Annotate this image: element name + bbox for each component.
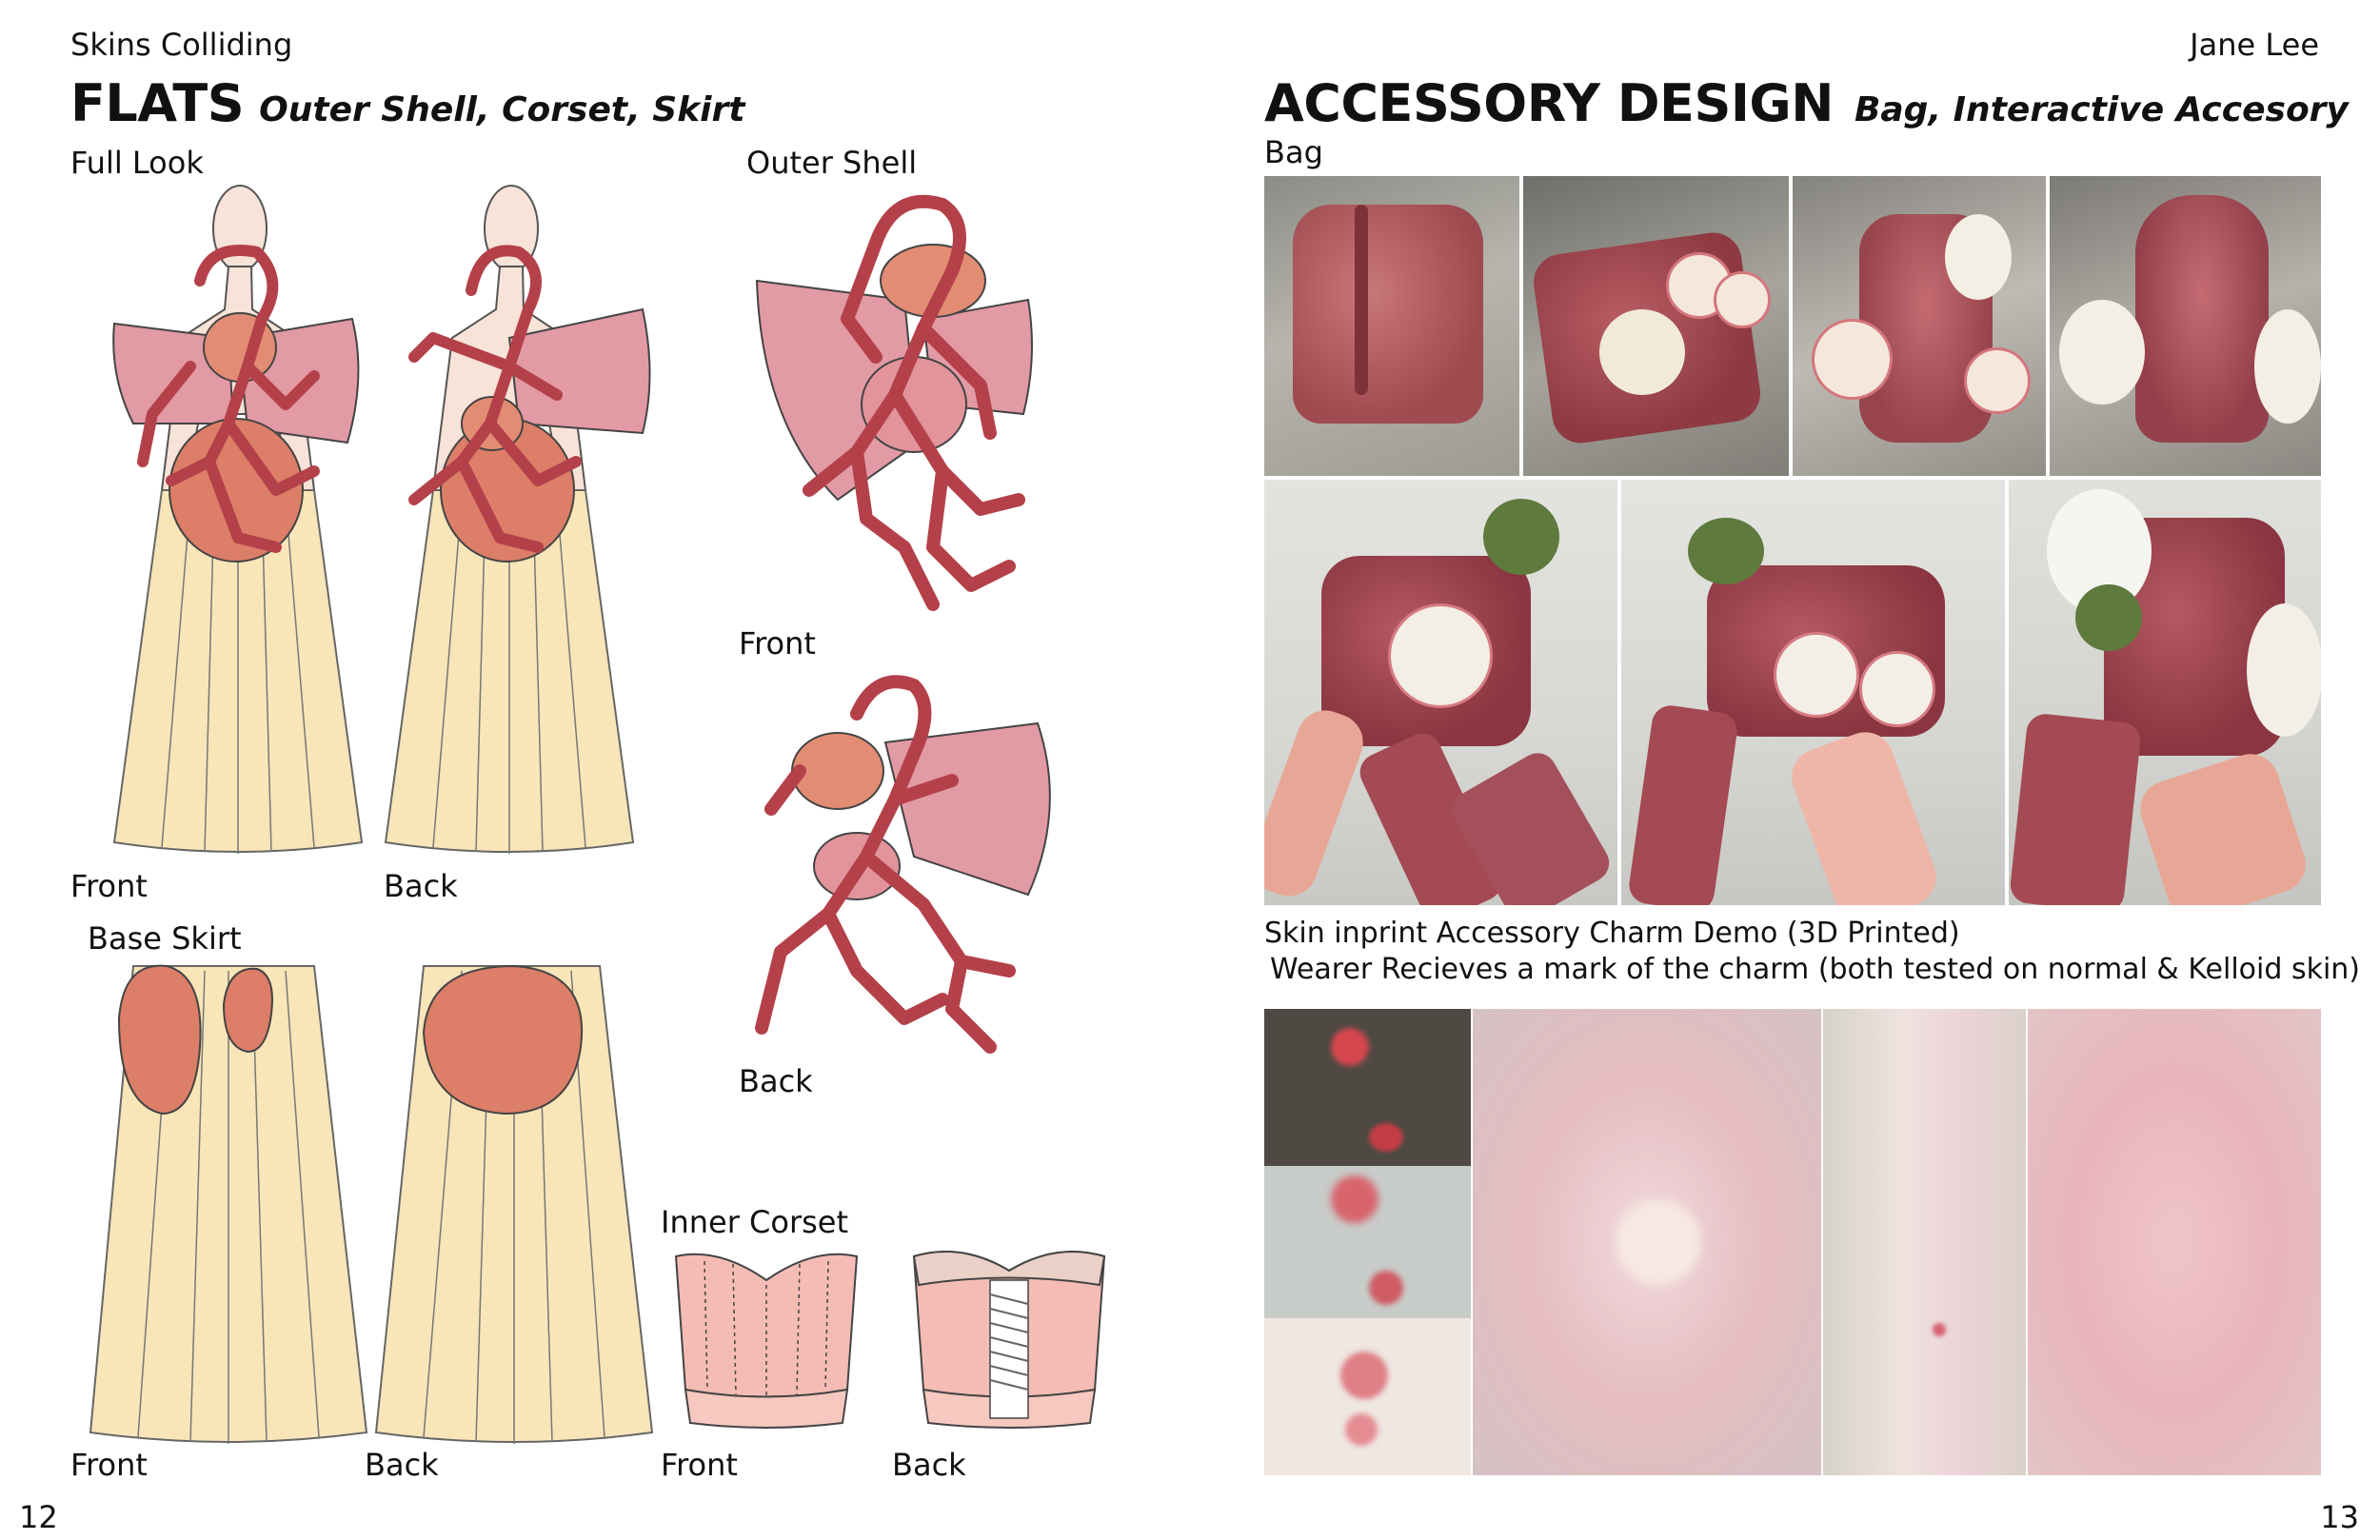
bag-photo-3 (1793, 176, 2046, 476)
flats-title: FLATS (70, 73, 245, 133)
bag-photo-7 (2009, 480, 2321, 905)
accessory-heading: ACCESSORY DESIGN Bag, Interactive Acceso… (1264, 78, 2349, 129)
skin-imprint-photo-2 (1823, 1009, 2026, 1475)
base-skirt-front-label: Front (70, 1447, 148, 1483)
bag-photo-4 (2050, 176, 2321, 476)
bag-label: Bag (1264, 134, 1323, 170)
bag-photo-2 (1523, 176, 1789, 476)
inner-corset-back-illustration (912, 1251, 1106, 1429)
left-page-number: 12 (19, 1499, 58, 1535)
skin-imprint-photo-1 (1473, 1009, 1821, 1475)
book-title: Skins Colliding (70, 27, 293, 63)
right-page-number: 13 (2320, 1499, 2359, 1535)
charm-photo-strip-3 (1264, 1318, 1471, 1475)
full-look-back-label: Back (384, 868, 458, 904)
full-look-front-label: Front (70, 868, 148, 904)
bag-photo-1 (1264, 176, 1519, 476)
inner-corset-label: Inner Corset (661, 1204, 848, 1240)
outer-shell-front-illustration (755, 194, 1033, 611)
accessory-title: ACCESSORY DESIGN (1264, 73, 1834, 133)
outer-shell-label: Outer Shell (746, 145, 918, 181)
charm-photo-strip-2 (1264, 1166, 1471, 1318)
flats-subtitle: Outer Shell, Corset, Skirt (259, 90, 745, 129)
inner-corset-front-illustration (674, 1253, 859, 1429)
full-look-label: Full Look (70, 145, 204, 181)
skin-imprint-photo-3 (2028, 1009, 2321, 1475)
full-look-front-illustration (112, 185, 364, 854)
base-skirt-label: Base Skirt (88, 920, 242, 957)
base-skirt-back-illustration (374, 964, 654, 1444)
bag-photo-5 (1264, 480, 1617, 905)
flats-heading: FLATS Outer Shell, Corset, Skirt (70, 78, 744, 129)
inner-corset-back-label: Back (892, 1447, 966, 1483)
base-skirt-front-illustration (89, 964, 368, 1444)
inner-corset-front-label: Front (661, 1447, 738, 1483)
charm-caption-line-1: Skin inprint Accessory Charm Demo (3D Pr… (1264, 917, 1960, 950)
outer-shell-back-label: Back (739, 1063, 813, 1099)
outer-shell-front-label: Front (739, 625, 816, 661)
accessory-subtitle: Bag, Interactive Accesory (1854, 90, 2349, 129)
bag-photo-6 (1621, 480, 2005, 905)
full-look-back-illustration (384, 185, 651, 854)
author-name: Jane Lee (2190, 27, 2319, 63)
base-skirt-back-label: Back (365, 1447, 439, 1483)
charm-caption-line-2: Wearer Recieves a mark of the charm (bot… (1270, 953, 2360, 986)
charm-photo-strip-1 (1264, 1009, 1471, 1166)
outer-shell-back-illustration (755, 675, 1051, 1054)
